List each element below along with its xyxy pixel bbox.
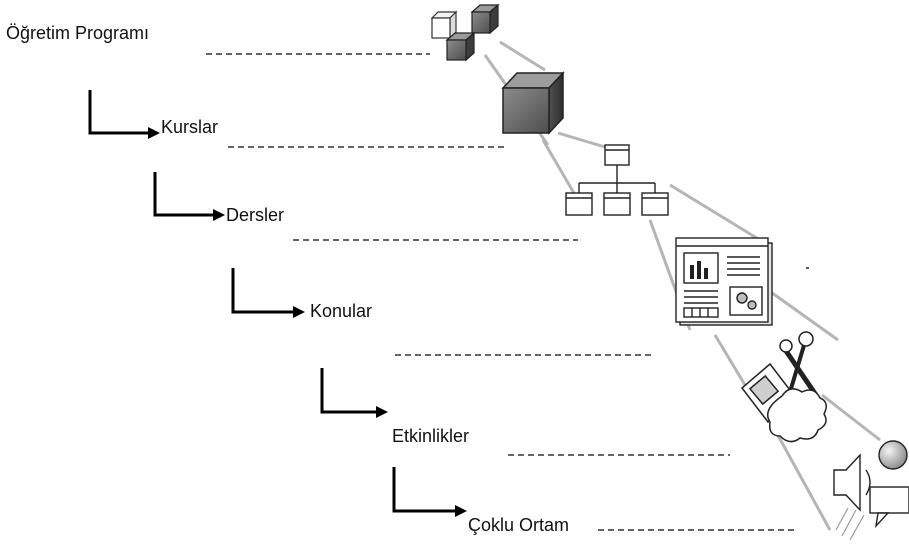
cube-icon: [501, 71, 565, 135]
connector-lines: [483, 40, 881, 531]
tools-icon: [740, 331, 827, 443]
level-label-activities: Etkinlikler: [392, 426, 470, 446]
level-label-courses: Kurslar: [161, 117, 219, 137]
level-label-topics: Konular: [310, 301, 373, 321]
level-label-lessons: Dersler: [226, 205, 285, 225]
dashed-leaders: [206, 53, 795, 531]
level-label-multimedia: Çoklu Ortam: [468, 515, 570, 535]
multimedia-icon: [833, 440, 909, 541]
document-page-icon: [675, 237, 773, 326]
elbow-arrows: [88, 90, 457, 513]
speck: [806, 267, 809, 269]
hierarchy-icon: [565, 144, 669, 216]
level-label-program: Öğretim Programı: [6, 23, 150, 43]
arrow-heads: [148, 127, 467, 517]
cube-group-icon: [430, 3, 500, 62]
